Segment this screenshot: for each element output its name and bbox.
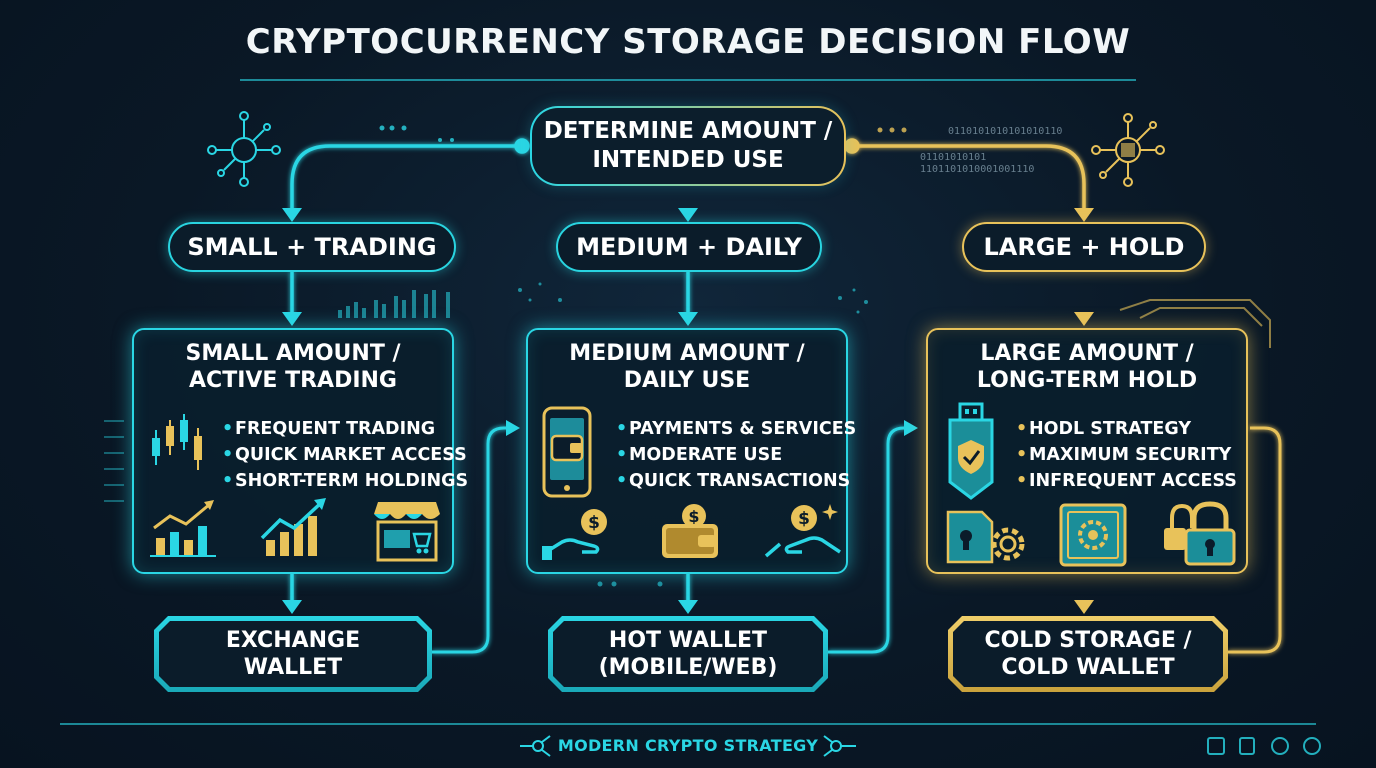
panel-title-line-1: MEDIUM AMOUNT /: [569, 341, 805, 366]
binary-decoration-top: 0110101010101010110: [948, 126, 1063, 137]
panel-medium-daily-use: MEDIUM AMOUNT / DAILY USE PAYMENTS & SER…: [526, 328, 856, 574]
category-medium-daily: MEDIUM + DAILY: [556, 222, 822, 272]
bullet-item: QUICK TRANSACTIONS: [616, 468, 856, 494]
connector-hot-to-cold: [828, 426, 906, 654]
bullet-item: HODL STRATEGY: [1016, 416, 1237, 442]
panel-bullet-list: HODL STRATEGY MAXIMUM SECURITY INFREQUEN…: [1016, 416, 1237, 494]
footer-coin-icon: [1271, 737, 1289, 755]
footer-tagline: MODERN CRYPTO STRATEGY: [557, 736, 819, 755]
bullet-item: QUICK MARKET ACCESS: [222, 442, 468, 468]
panel-bullet-list: PAYMENTS & SERVICES MODERATE USE QUICK T…: [616, 416, 856, 494]
mobile-wallet-icon: [542, 406, 592, 498]
root-decision-node: DETERMINE AMOUNT / INTENDED USE: [530, 106, 846, 186]
bullet-item: FREQUENT TRADING: [222, 416, 468, 442]
panel-small-active-trading: SMALL AMOUNT / ACTIVE TRADING FREQUENT T…: [132, 328, 468, 574]
padlock-icon: [1164, 501, 1236, 566]
footer-chart-icon: [1303, 737, 1321, 755]
panel-title-line-2: LONG-TERM HOLD: [976, 368, 1198, 393]
result-line-2: WALLET: [243, 655, 343, 680]
root-line-1: DETERMINE AMOUNT /: [543, 118, 833, 144]
diagram-title: CRYPTOCURRENCY STORAGE DECISION FLOW: [245, 22, 1131, 62]
network-node-icon: [207, 111, 281, 187]
hand-coin-sparkle-icon: $: [764, 504, 841, 558]
trend-up-chart-icon: [260, 498, 326, 556]
footer-lock-icon: [1239, 737, 1255, 755]
connector-cold-loop: [1228, 426, 1282, 654]
svg-text:$: $: [688, 507, 699, 526]
result-line-1: HOT WALLET: [608, 628, 768, 653]
svg-text:$: $: [798, 509, 810, 529]
bullet-item: SHORT-TERM HOLDINGS: [222, 468, 468, 494]
root-line-2: INTENDED USE: [592, 147, 784, 173]
panel-title-line-2: DAILY USE: [623, 368, 751, 393]
footer-node-icon-left: [520, 735, 551, 757]
footer-node-icon-right: [823, 735, 856, 757]
sd-card-gear-icon: [946, 510, 1025, 564]
connector-root-small: [290, 138, 530, 212]
result-hot-wallet: HOT WALLET (MOBILE/WEB): [548, 616, 828, 692]
panel-title: MEDIUM AMOUNT / DAILY USE: [528, 340, 846, 394]
blockchain-node-icon: [1091, 113, 1165, 187]
binary-decoration-low: 1101101010001001110: [920, 164, 1035, 175]
panel-title: SMALL AMOUNT / ACTIVE TRADING: [134, 340, 452, 394]
signal-bars-decoration: [338, 290, 450, 318]
hand-coin-icon: $: [542, 509, 607, 560]
connector-exchange-to-hot: [432, 426, 508, 654]
result-cold-storage: COLD STORAGE / COLD WALLET: [948, 616, 1228, 692]
bar-chart-icon: [150, 500, 216, 557]
vault-icon: [1059, 503, 1127, 567]
panel-large-long-term-hold: LARGE AMOUNT / LONG-TERM HOLD HODL STRAT…: [926, 328, 1248, 574]
result-line-1: COLD STORAGE /: [984, 628, 1192, 653]
svg-text:$: $: [588, 513, 600, 533]
bullet-item: MAXIMUM SECURITY: [1016, 442, 1237, 468]
footer-chip-icon: [1207, 737, 1225, 755]
category-small-trading: SMALL + TRADING: [168, 222, 456, 272]
wallet-coin-icon: $: [662, 504, 718, 558]
bullet-item: MODERATE USE: [616, 442, 856, 468]
panel-title: LARGE AMOUNT / LONG-TERM HOLD: [928, 340, 1246, 394]
usb-hardware-wallet-icon: [948, 402, 994, 500]
candlestick-chart-icon: [152, 414, 202, 470]
result-line-2: (MOBILE/WEB): [598, 655, 778, 680]
arrow-head: [282, 208, 302, 222]
result-exchange-wallet: EXCHANGE WALLET: [154, 616, 432, 692]
panel-title-line-2: ACTIVE TRADING: [189, 368, 397, 393]
bullet-item: INFREQUENT ACCESS: [1016, 468, 1237, 494]
bullet-item: PAYMENTS & SERVICES: [616, 416, 856, 442]
storefront-icon: [374, 502, 440, 562]
binary-decoration-mid: 01101010101: [920, 152, 987, 163]
panel-title-line-1: SMALL AMOUNT /: [185, 341, 401, 366]
panel-title-line-1: LARGE AMOUNT /: [980, 341, 1194, 366]
connector-root-large: [844, 138, 1086, 212]
result-line-1: EXCHANGE: [225, 628, 361, 653]
panel-bullet-list: FREQUENT TRADING QUICK MARKET ACCESS SHO…: [222, 416, 468, 494]
result-line-2: COLD WALLET: [1001, 655, 1175, 680]
category-large-hold: LARGE + HOLD: [962, 222, 1206, 272]
